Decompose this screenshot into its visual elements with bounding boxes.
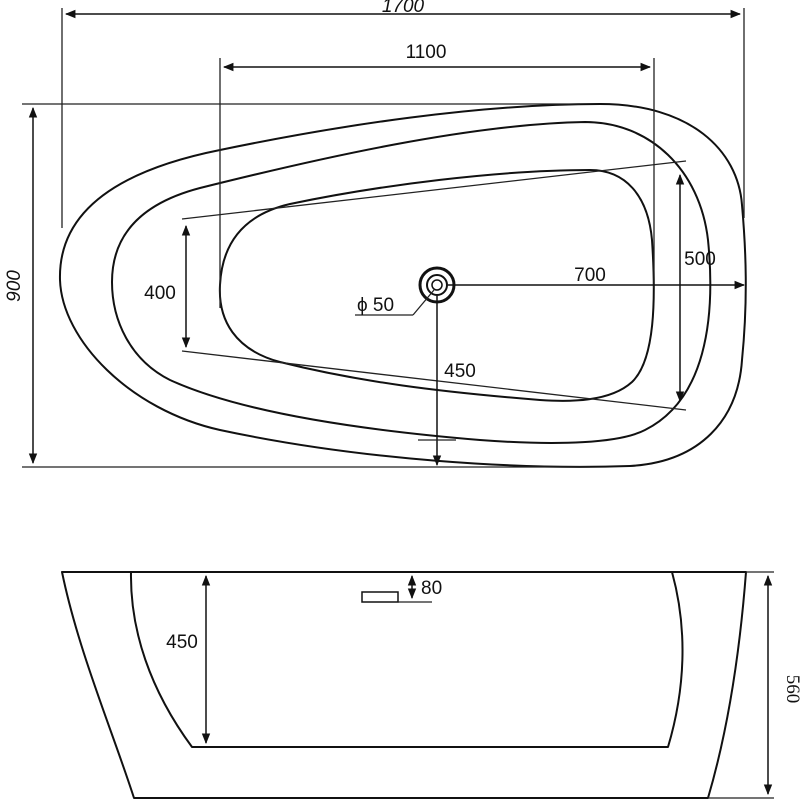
label-drain-to-right: 700 [574, 265, 606, 286]
label-inner-depth: 450 [166, 632, 198, 653]
drain-icon [418, 266, 456, 304]
top-view: 1700 1100 900 400 500 700 [4, 0, 747, 468]
dim-inner-depth: 450 [166, 574, 211, 745]
side-inner-basin [129, 571, 684, 748]
label-drain-diameter: ϕ 50 [357, 295, 394, 316]
label-inner-width-left: 400 [144, 283, 176, 304]
side-view: 80 450 560 [61, 571, 800, 799]
dim-overall-width: 900 [4, 103, 590, 468]
label-overall-length: 1700 [382, 0, 425, 17]
slope-line-top [181, 160, 687, 220]
side-outer-profile [61, 571, 747, 799]
dim-inner-width-left: 400 [144, 224, 191, 349]
label-inner-length: 1100 [406, 42, 447, 63]
dim-overall-height: 560 [708, 571, 800, 799]
rim-inner-edge [111, 121, 712, 444]
label-overflow-height: 80 [421, 578, 442, 599]
label-inner-width-right: 500 [684, 249, 716, 270]
overflow-icon [361, 591, 399, 603]
dim-inner-length: 1100 [219, 42, 655, 308]
dim-overflow-height: 80 [407, 574, 442, 600]
dim-drain-to-right: 700 [448, 265, 746, 290]
dim-drain-to-front: 450 [418, 296, 476, 467]
dim-inner-width-right: 500 [675, 173, 716, 403]
slope-line-bottom [181, 350, 687, 411]
basin-floor [218, 169, 655, 402]
label-overall-width: 900 [4, 270, 25, 302]
dim-drain-diameter: ϕ 50 [355, 289, 435, 316]
dim-overall-length: 1700 [61, 0, 745, 228]
label-drain-to-front: 450 [444, 361, 476, 382]
label-overall-height: 560 [782, 675, 800, 704]
